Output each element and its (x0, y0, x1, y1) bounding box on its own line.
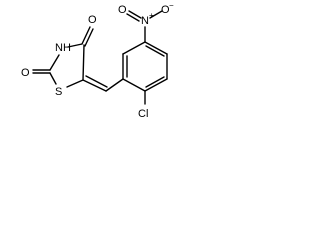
nitro-plus-charge: + (149, 11, 154, 20)
methylidene-linker (82, 75, 124, 92)
bond-ar5-ar6 (144, 78, 168, 92)
bond-nh-c4 (67, 43, 83, 48)
nitro-minus-charge: − (169, 1, 174, 10)
bond-ar6-ar1 (122, 78, 146, 92)
bond-ar3-ar4 (144, 41, 168, 55)
bond-c4-o (81, 26, 91, 45)
bond-c2-s (49, 72, 57, 85)
atom-o-nitro-double: O (118, 4, 127, 16)
bond-n-o-double-2 (126, 13, 140, 22)
bond-ar2-ar3 (122, 41, 146, 55)
bond-s-c5 (66, 79, 84, 88)
structure-diagram: O NH O S N + O O − Cl (21, 1, 174, 120)
molecule-canvas: O NH O S N + O O − Cl (0, 0, 192, 143)
bond-ar5-ar6-inner (145, 76, 165, 88)
bond-ar3-ar4-inner (145, 45, 165, 57)
atom-n-nitro: N (141, 15, 149, 27)
atom-cl: Cl (138, 108, 148, 120)
thiazolidinedione-ring (32, 26, 94, 88)
bond-n-o-double (128, 10, 142, 19)
atom-o-carbonyl-left: O (21, 67, 30, 79)
atom-o-carbonyl-top: O (88, 14, 97, 26)
bond-c5-c4 (82, 44, 85, 81)
atom-o-nitro-single: O (161, 4, 170, 16)
bond-c5-ch-double (85, 75, 108, 88)
bond-ch-ar (105, 78, 124, 92)
atom-nh: NH (55, 42, 71, 54)
nitro-group (126, 10, 163, 43)
bond-c5-ch (82, 79, 107, 92)
bond-c4-o-double (84, 28, 94, 47)
bond-nh-c2 (49, 54, 60, 71)
atom-s: S (55, 86, 62, 98)
benzene-ring (122, 41, 168, 92)
bond-n-o-single (149, 10, 163, 19)
